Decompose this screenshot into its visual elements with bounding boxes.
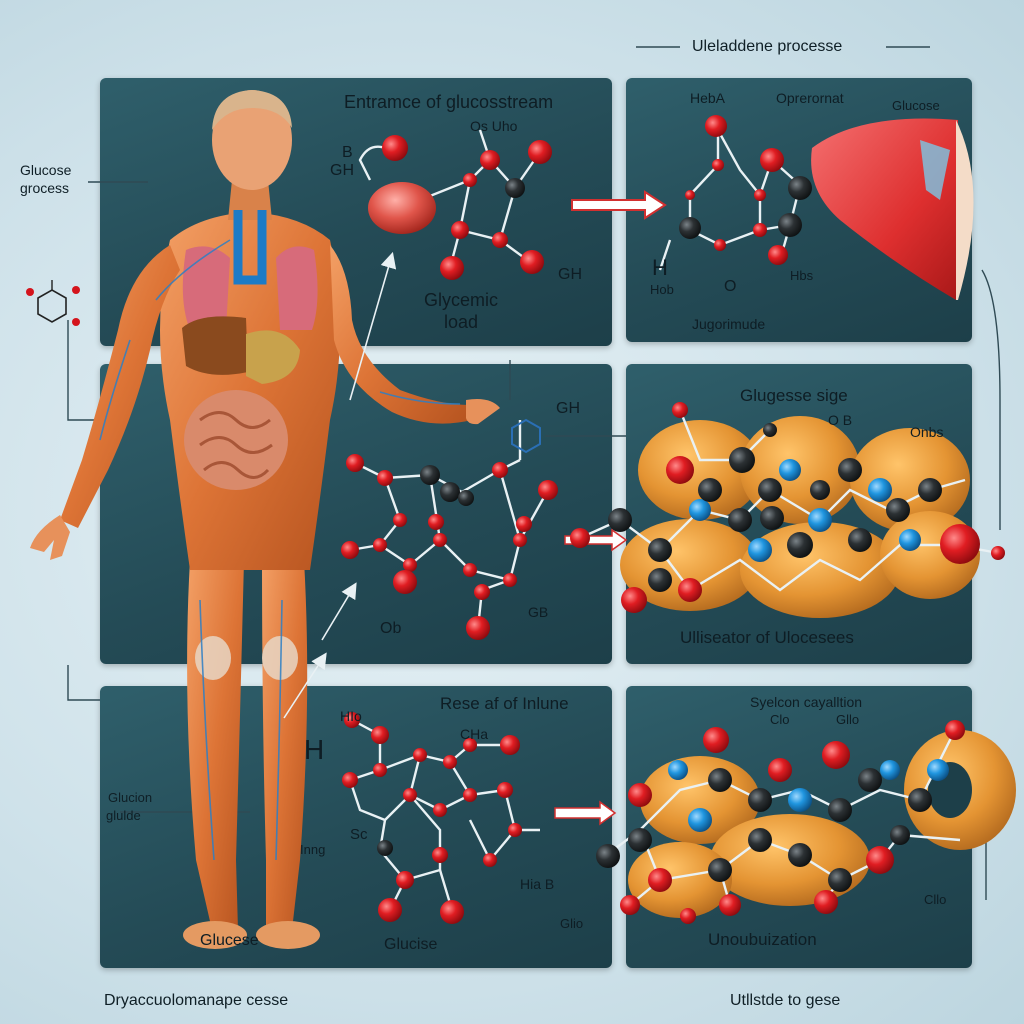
entrance-label-gh1: GH <box>330 162 354 179</box>
panel-bottom-left <box>100 686 612 968</box>
molecule-mid-left <box>341 418 628 640</box>
bottom-left-label-cha: CHa <box>460 726 489 742</box>
entrance-label-gh2: GH <box>558 266 582 283</box>
entrance-caption-1: Glycemic <box>424 290 499 310</box>
bottom-left-label-sc: Sc <box>350 826 368 843</box>
top-right-label-h: H <box>652 255 668 280</box>
bottom-right-label-ch: Clo <box>770 712 790 727</box>
molecule-bottom-right <box>596 720 1016 924</box>
entrance-caption-2: load <box>444 312 479 332</box>
mid-left-label-ob: Ob <box>380 620 402 637</box>
mid-left-label-gh: GH <box>556 400 580 417</box>
side-label-mid-left-2: glulde <box>106 808 141 823</box>
entrance-label-b: B <box>342 144 353 161</box>
bottom-right-caption: Unoubuization <box>708 930 817 949</box>
side-label-bottom-right: Utllstde to gese <box>730 992 841 1009</box>
top-right-label-hbs: Hbs <box>790 268 814 283</box>
bottom-left-label-inng: Inng <box>300 842 326 857</box>
bottom-left-caption-right: Glucise <box>384 936 438 953</box>
top-right-label-oprer: Oprerornat <box>776 90 844 106</box>
molecule-entrance <box>358 129 667 280</box>
pointer-arrows <box>283 251 397 719</box>
bottom-left-label-gio: Glio <box>560 916 584 931</box>
side-label-top-left-2: grocess <box>20 180 70 196</box>
benzene-icon <box>26 280 80 326</box>
header-title: Uleladdene processe <box>692 38 843 55</box>
top-right-label-o: O <box>724 278 737 295</box>
molecule-top-right <box>658 115 974 300</box>
top-right-label-heba: HebA <box>690 90 726 106</box>
bottom-left-label-hab: Hia B <box>520 876 555 892</box>
molecule-mid-right <box>570 402 1005 618</box>
mid-right-label-ob: O B <box>828 412 853 428</box>
mid-right-caption: Ulliseator of Ulocesees <box>680 628 854 647</box>
entrance-title: Entramce of glucosstream <box>344 92 554 112</box>
bottom-right-label-ch2: Cllo <box>924 892 947 907</box>
mid-right-label-onbs: Onbs <box>910 424 944 440</box>
side-label-mid-left-1: Glucion <box>108 790 153 805</box>
mid-left-label-gb: GB <box>528 604 549 620</box>
bottom-left-caption-left: Glucese <box>200 932 259 949</box>
mid-right-title: Glugesse sige <box>740 386 848 405</box>
side-label-bottom-left: Dryaccuolomanape cesse <box>104 992 289 1009</box>
bottom-left-title: Rese af of Inlune <box>440 694 569 713</box>
bottom-left-label-h: H <box>304 734 325 765</box>
bottom-left-label-hio: HIo <box>340 708 362 724</box>
bottom-right-label-gib: Gllo <box>836 712 860 727</box>
bottom-right-title: Syelcon cayalltion <box>750 694 863 710</box>
side-label-top-left-1: Glucose <box>20 162 72 178</box>
human-body-figure <box>30 90 500 949</box>
top-right-caption: Jugorimude <box>692 316 766 332</box>
molecule-bottom-left <box>342 712 617 924</box>
top-right-label-glucose: Glucose <box>892 98 940 113</box>
entrance-label-os: Os Uho <box>470 118 518 134</box>
top-right-label-hob: Hob <box>650 282 674 297</box>
